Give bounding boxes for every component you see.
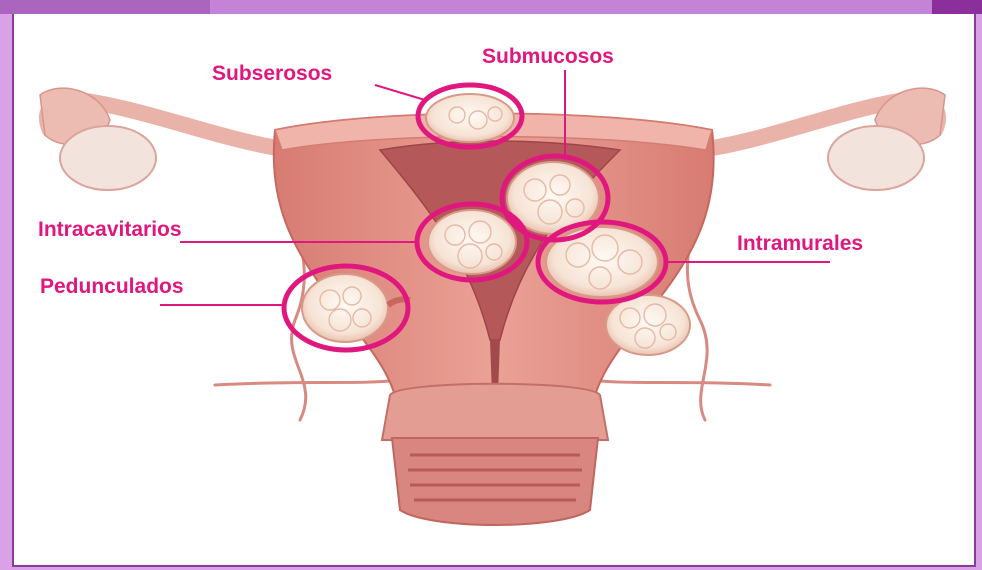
label-intramurales: Intramurales (737, 233, 863, 255)
label-subserosos: Subserosos (212, 63, 332, 85)
label-pedunculados: Pedunculados (40, 276, 184, 298)
label-intracavitarios: Intracavitarios (38, 219, 182, 241)
label-submucosos: Submucosos (482, 46, 614, 68)
subserosos-leader (375, 85, 425, 100)
vagina (392, 438, 598, 525)
cervix (382, 384, 608, 440)
